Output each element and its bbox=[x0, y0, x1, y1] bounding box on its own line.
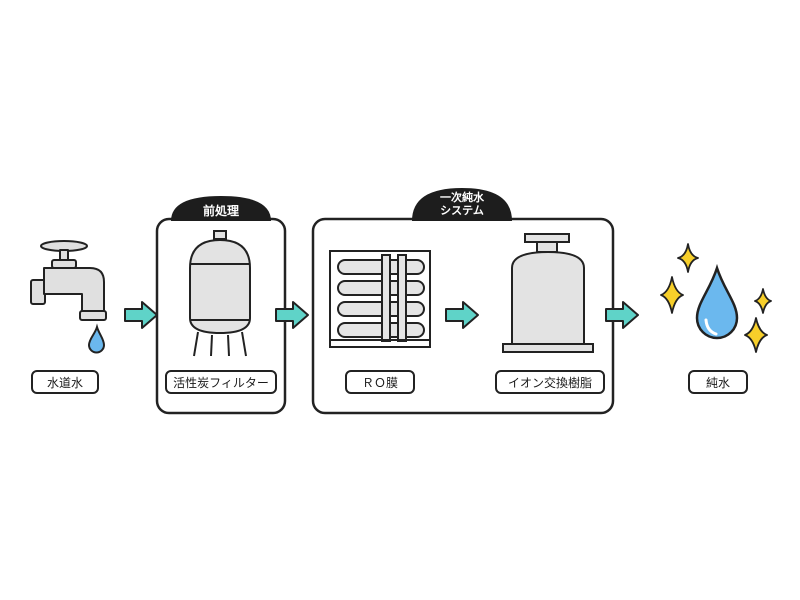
stage-label-ro-membrane: ＲＯ膜 bbox=[345, 370, 415, 394]
primary-system-title-tab bbox=[412, 188, 512, 221]
stage-label-ion-exchange: イオン交換樹脂 bbox=[495, 370, 605, 394]
ro-membrane-icon bbox=[329, 250, 431, 348]
primary-system-title-line1: 一次純水 bbox=[440, 191, 484, 204]
sparkle-icon bbox=[660, 276, 684, 314]
stage-label-tap-water: 水道水 bbox=[31, 370, 99, 394]
carbon-filter-tank-icon bbox=[189, 230, 251, 357]
stage-label-carbon-filter: 活性炭フィルター bbox=[165, 370, 277, 394]
pretreatment-title: 前処理 bbox=[202, 204, 239, 218]
flow-arrow-3 bbox=[445, 301, 479, 329]
sparkle-icon bbox=[677, 243, 699, 273]
falling-drop-icon bbox=[87, 323, 106, 354]
flow-arrow-4 bbox=[605, 301, 639, 329]
faucet-icon bbox=[30, 240, 107, 321]
drop-shine-highlight bbox=[704, 318, 718, 336]
flow-arrow-2 bbox=[275, 301, 309, 329]
flow-arrow-1 bbox=[124, 301, 158, 329]
pure-water-drop-icon bbox=[695, 263, 739, 340]
pretreatment-title-tab bbox=[171, 196, 271, 221]
stage-label-pure-water: 純水 bbox=[688, 370, 748, 394]
sparkle-icon bbox=[754, 288, 772, 314]
sparkle-icon bbox=[744, 317, 768, 353]
ion-exchange-resin-tank-icon bbox=[502, 233, 594, 353]
primary-system-title-line2: システム bbox=[440, 204, 484, 217]
